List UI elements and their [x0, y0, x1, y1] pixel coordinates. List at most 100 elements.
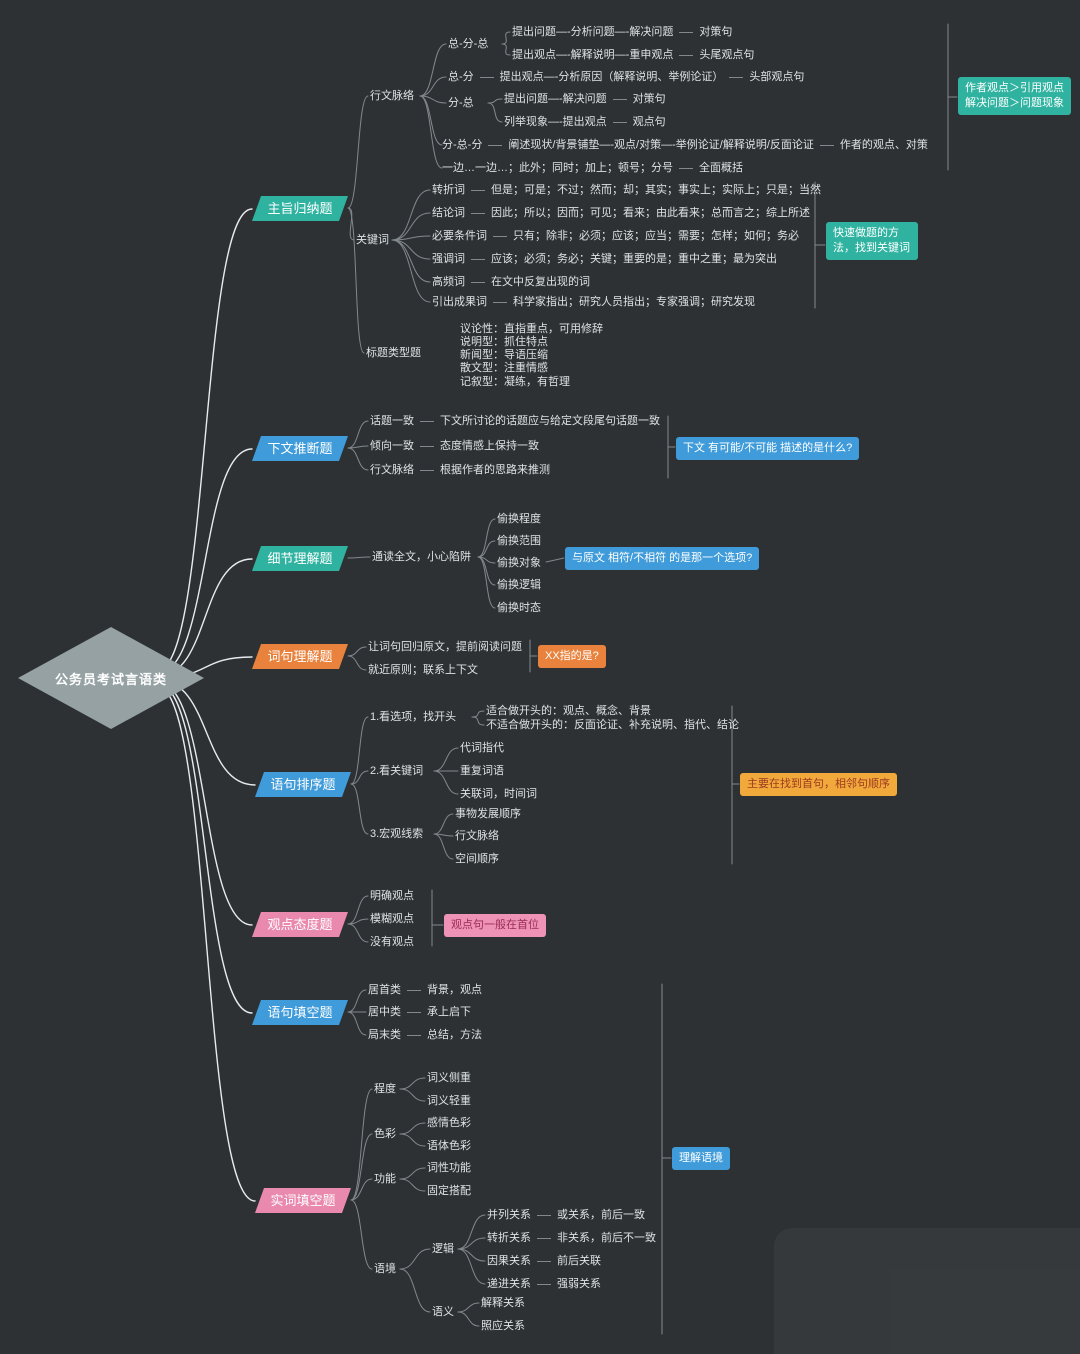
- node-swap-logic[interactable]: 偷换逻辑: [497, 577, 541, 593]
- node-title-narrative[interactable]: 记叙型：凝练，有哲理: [460, 374, 570, 390]
- node-writing-structure[interactable]: 行文脉络: [370, 88, 414, 104]
- node-kw-conclusion[interactable]: 结论词因此；所以；因而；可见；看来；由此看来；总而言之；综上所述: [432, 205, 810, 221]
- topic-sentence-fill-blank[interactable]: 语句填空题: [252, 1000, 348, 1025]
- node-repeated-words[interactable]: 重复词语: [460, 763, 504, 779]
- dash-connector: [407, 1011, 421, 1013]
- topic-sentence-ordering[interactable]: 语句排序题: [255, 772, 351, 797]
- node-progressive-relation[interactable]: 递进关系强弱关系: [487, 1276, 601, 1292]
- node-emotional-color[interactable]: 感情色彩: [427, 1115, 471, 1131]
- node-kw-necessary[interactable]: 必要条件词只有；除非；必须；应该；应当；需要；怎样；如何；务必: [432, 228, 799, 244]
- node-desc: 下文所讨论的话题应与给定文段尾句话题一致: [440, 415, 660, 427]
- node-text: 逻辑: [432, 1243, 454, 1255]
- node-degree[interactable]: 程度: [374, 1081, 396, 1097]
- node-title-news[interactable]: 新闻型：导语压缩: [460, 347, 548, 363]
- node-vague-viewpoint[interactable]: 模糊观点: [370, 911, 414, 927]
- dash-connector: [493, 235, 507, 237]
- node-pos-function[interactable]: 词性功能: [427, 1160, 471, 1176]
- note-quick-method[interactable]: 快速做题的方法，找到关键词: [826, 222, 918, 260]
- note-xx-refers-to[interactable]: XX指的是?: [538, 645, 606, 668]
- node-keywords[interactable]: 关键词: [356, 232, 389, 248]
- node-causal-relation[interactable]: 因果关系前后关联: [487, 1253, 601, 1269]
- node-conjunction-time-words[interactable]: 关联词，时间词: [460, 786, 537, 802]
- node-function[interactable]: 功能: [374, 1171, 396, 1187]
- node-logic[interactable]: 逻辑: [432, 1241, 454, 1257]
- node-text: 明确观点: [370, 890, 414, 902]
- node-register-color[interactable]: 语体色彩: [427, 1138, 471, 1154]
- node-zong-fen[interactable]: 总-分提出观点—-分析原因（解释说明、举例论证）头部观点句: [448, 69, 804, 85]
- node-text: 必要条件词: [432, 230, 487, 242]
- node-parallel-relation[interactable]: 并列关系或关系，前后一致: [487, 1207, 645, 1223]
- node-echo-relation[interactable]: 照应关系: [481, 1318, 525, 1334]
- topic-word-sentence-comprehension[interactable]: 词句理解题: [252, 644, 348, 669]
- node-context[interactable]: 语境: [374, 1261, 396, 1277]
- node-bad-openers[interactable]: 不适合做开头的：反面论证、补充说明、指代、结论: [486, 717, 739, 733]
- node-kw-emphasis[interactable]: 强调词应该；必须；务必；关键；重要的是；重中之重；最为突出: [432, 251, 777, 267]
- node-zong-fen-zong[interactable]: 总-分-总: [448, 36, 488, 52]
- topic-viewpoint-attitude[interactable]: 观点态度题: [252, 912, 348, 937]
- node-swap-object[interactable]: 偷换对象: [497, 555, 541, 571]
- note-following-text-question[interactable]: 下文 有可能/不可能 描述的是什么?: [676, 437, 860, 460]
- node-ft-row1[interactable]: 提出问题—-解决问题对策句: [504, 91, 666, 107]
- node-return-to-text[interactable]: 让词句回归原文，提前阅读问题: [368, 639, 522, 655]
- note-match-original[interactable]: 与原文 相符/不相符 的是那一个选项?: [565, 547, 760, 570]
- topic-content-word-fill-blank[interactable]: 实词填空题: [255, 1188, 351, 1213]
- node-middle-type[interactable]: 居中类承上启下: [368, 1004, 471, 1020]
- node-fen-zong-fen[interactable]: 分-总-分阐述现状/背景铺垫—-观点/对策—-举例论证/解释说明/反面论证作者的…: [442, 137, 928, 153]
- topic-main-idea-summary[interactable]: 主旨归纳题: [252, 196, 348, 221]
- note-understand-context[interactable]: 理解语境: [672, 1147, 730, 1170]
- node-desc: 背景，观点: [427, 984, 482, 996]
- note-author-viewpoint[interactable]: 作者观点＞引用观点 解决问题＞问题现象: [958, 77, 1071, 115]
- node-color[interactable]: 色彩: [374, 1126, 396, 1142]
- note-find-first-sentence[interactable]: 主要在找到首句，相邻句顺序: [740, 773, 897, 796]
- node-explanation-relation[interactable]: 解释关系: [481, 1295, 525, 1311]
- node-swap-scope[interactable]: 偷换范围: [497, 533, 541, 549]
- node-zfz-row2[interactable]: 提出观点—-解释说明—-重申观点头尾观点句: [512, 47, 754, 63]
- dash-connector: [493, 301, 507, 303]
- node-turning-relation[interactable]: 转折关系非关系，前后不一致: [487, 1230, 656, 1246]
- note-viewpoint-first-position[interactable]: 观点句一般在首位: [444, 914, 546, 937]
- node-meaning-emphasis[interactable]: 词义侧重: [427, 1070, 471, 1086]
- node-parallel-words[interactable]: 一边…一边…；此外；同时；加上；顿号；分号全面概括: [442, 160, 743, 176]
- node-step1-options[interactable]: 1.看选项，找开头: [370, 709, 456, 725]
- node-good-openers[interactable]: 适合做开头的：观点、概念、背景: [486, 703, 651, 719]
- node-title-prose[interactable]: 散文型：注重情感: [460, 360, 548, 376]
- node-writing-structure-clue[interactable]: 行文脉络: [455, 828, 499, 844]
- node-ft-row2[interactable]: 列举现象—-提出观点观点句: [504, 114, 666, 130]
- node-proximity-principle[interactable]: 就近原则；联系上下文: [368, 662, 478, 678]
- node-read-carefully[interactable]: 通读全文，小心陷阱: [372, 549, 471, 565]
- node-title-expository[interactable]: 说明型：抓住特点: [460, 334, 548, 350]
- node-structure-inference[interactable]: 行文脉络根据作者的思路来推测: [370, 462, 550, 478]
- topic-detail-comprehension[interactable]: 细节理解题: [252, 546, 348, 571]
- node-no-viewpoint[interactable]: 没有观点: [370, 934, 414, 950]
- node-text: 并列关系: [487, 1209, 531, 1221]
- node-clear-viewpoint[interactable]: 明确观点: [370, 888, 414, 904]
- topic-following-text-inference[interactable]: 下文推断题: [252, 436, 348, 461]
- dash-connector: [471, 258, 485, 260]
- note-line1: 作者观点＞引用观点: [965, 82, 1064, 94]
- node-title-type[interactable]: 标题类型题: [366, 345, 421, 361]
- node-title-argumentative[interactable]: 议论性：直指重点，可用修辞: [460, 321, 603, 337]
- node-topic-consistent[interactable]: 话题一致下文所讨论的话题应与给定文段尾句话题一致: [370, 413, 660, 429]
- node-fen-zong[interactable]: 分-总: [448, 95, 474, 111]
- node-meaning-weight[interactable]: 词义轻重: [427, 1093, 471, 1109]
- node-swap-tense[interactable]: 偷换时态: [497, 600, 541, 616]
- node-beginning-type[interactable]: 居首类背景，观点: [368, 982, 482, 998]
- node-semantics[interactable]: 语义: [432, 1304, 454, 1320]
- node-step2-keywords[interactable]: 2.看关键词: [370, 763, 423, 779]
- node-kw-highfreq[interactable]: 高频词在文中反复出现的词: [432, 274, 590, 290]
- node-desc: 应该；必须；务必；关键；重要的是；重中之重；最为突出: [491, 253, 777, 265]
- node-pronoun-reference[interactable]: 代词指代: [460, 740, 504, 756]
- note-text: 下文 有可能/不可能 描述的是什么?: [683, 442, 853, 454]
- node-text: 标题类型题: [366, 347, 421, 359]
- node-tendency-consistent[interactable]: 倾向一致态度情感上保持一致: [370, 438, 539, 454]
- node-zfz-row1[interactable]: 提出问题—-分析问题—-解决问题对策句: [512, 24, 732, 40]
- node-fixed-collocation[interactable]: 固定搭配: [427, 1183, 471, 1199]
- node-kw-turning[interactable]: 转折词但是；可是；不过；然而；却；其实；事实上；实际上；只是；当然: [432, 182, 821, 198]
- node-swap-degree[interactable]: 偷换程度: [497, 511, 541, 527]
- node-kw-results[interactable]: 引出成果词科学家指出；研究人员指出；专家强调；研究发现: [432, 294, 755, 310]
- node-step3-macro-clues[interactable]: 3.宏观线索: [370, 826, 423, 842]
- node-spatial-order[interactable]: 空间顺序: [455, 851, 499, 867]
- node-end-type[interactable]: 局末类总结，方法: [368, 1027, 482, 1043]
- node-development-order[interactable]: 事物发展顺序: [455, 806, 521, 822]
